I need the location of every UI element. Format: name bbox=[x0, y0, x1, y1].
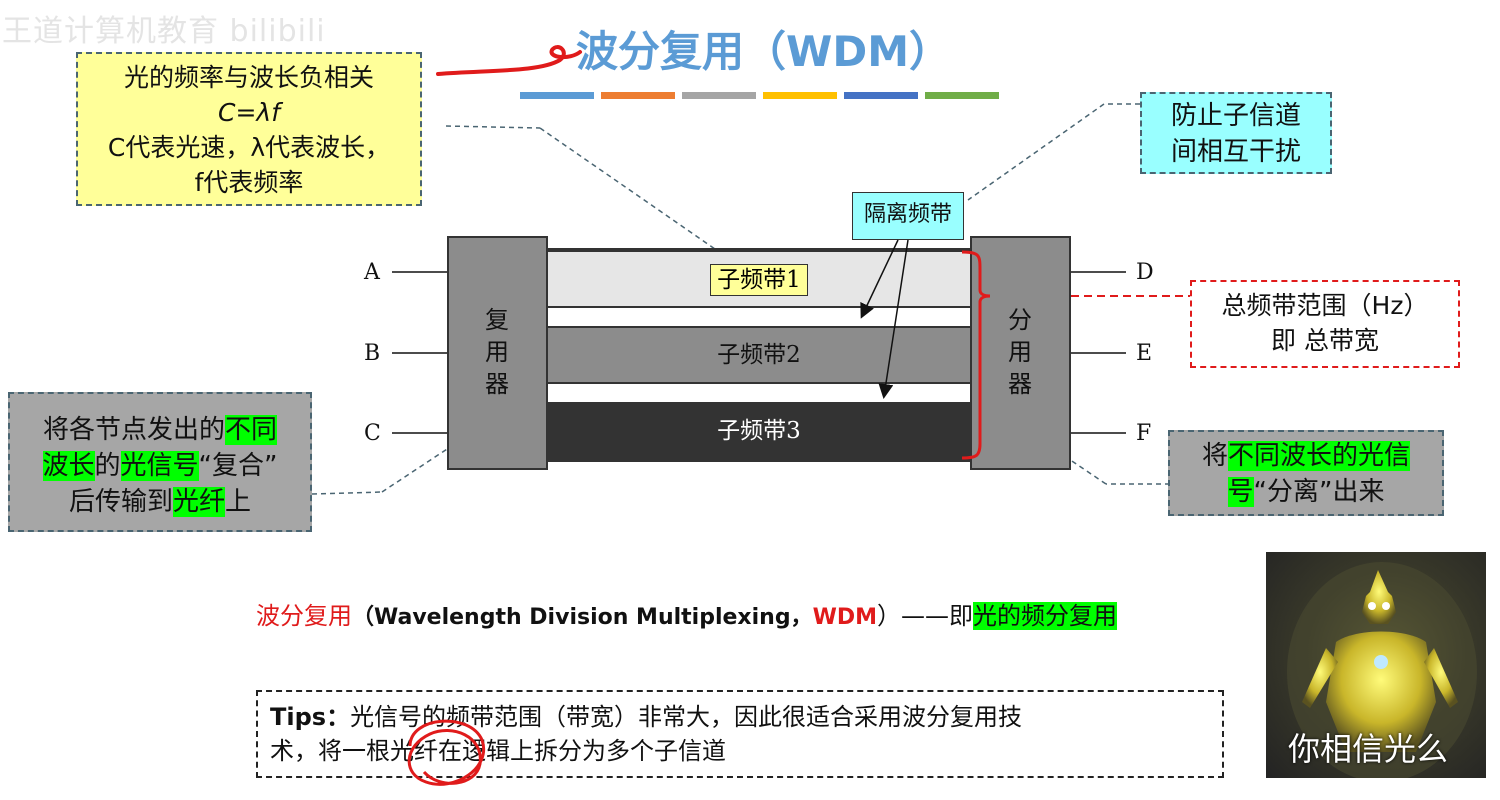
multiplexer-block bbox=[447, 236, 548, 470]
note-line: 光的频率与波长负相关 bbox=[123, 63, 374, 92]
title-color-bar bbox=[601, 92, 675, 99]
definition-term: 波分复用 bbox=[256, 602, 352, 630]
port-label-b: B bbox=[364, 341, 381, 366]
note-line: 防止子信道 bbox=[1170, 101, 1301, 131]
definition-english: （Wavelength Division Multiplexing， bbox=[352, 605, 813, 630]
red-circle-annotation bbox=[407, 719, 486, 786]
tips-line: 光信号的频带范围（带宽）非常大，因此很适合采用波分复用技 bbox=[350, 703, 1023, 731]
tips-box: Tips：光信号的频带范围（带宽）非常大，因此很适合采用波分复用技 术，将一根光… bbox=[256, 690, 1224, 778]
note-line: 间相互干扰 bbox=[1170, 137, 1301, 167]
definition-abbr: WDM bbox=[812, 605, 877, 630]
red-annotation-arrow bbox=[436, 45, 582, 76]
sub-band-1: 子频带1 bbox=[546, 250, 972, 308]
demultiplexer-label: 分用器 bbox=[1008, 306, 1032, 398]
definition-mid: ）——即 bbox=[876, 602, 973, 630]
definition-highlight: 光的频分复用 bbox=[972, 602, 1117, 630]
title-color-bar bbox=[520, 92, 594, 99]
multiplexer-label: 复用器 bbox=[485, 306, 509, 398]
separate-signals-note: 将不同波长的光信 号“分离”出来 bbox=[1168, 430, 1444, 516]
photo-caption: 你相信光么 bbox=[1288, 730, 1449, 768]
prevent-interference-note: 防止子信道 间相互干扰 bbox=[1140, 92, 1332, 174]
demultiplexer-block bbox=[970, 236, 1071, 470]
guard-band-label: 隔离频带 bbox=[852, 192, 964, 240]
tips-label: Tips： bbox=[270, 703, 351, 731]
combine-signals-note: 将各节点发出的不同 波长的光信号“复合” 后传输到光纤上 bbox=[8, 392, 312, 532]
page-title: 波分复用（WDM） bbox=[576, 27, 951, 76]
title-color-bar bbox=[925, 92, 999, 99]
note-line: f代表频率 bbox=[194, 168, 304, 197]
port-label-e: E bbox=[1136, 341, 1153, 366]
port-label-c: C bbox=[364, 421, 381, 446]
sub-band-2: 子频带2 bbox=[546, 326, 972, 384]
note-line: 即 总带宽 bbox=[1271, 326, 1379, 355]
character-image bbox=[1266, 552, 1486, 778]
formula: C=λf bbox=[218, 98, 280, 127]
port-label-d: D bbox=[1136, 260, 1154, 285]
port-label-f: F bbox=[1136, 421, 1152, 446]
watermark-logo: 王道计算机教育 bilibili bbox=[2, 14, 326, 49]
sub-band-label: 子频带1 bbox=[710, 264, 808, 296]
total-bandwidth-note: 总频带范围（Hz） 即 总带宽 bbox=[1190, 280, 1460, 368]
note-line: C代表光速，λ代表波长， bbox=[107, 133, 391, 162]
title-color-bar bbox=[844, 92, 918, 99]
frequency-wavelength-note: 光的频率与波长负相关 C=λf C代表光速，λ代表波长， f代表频率 bbox=[76, 52, 422, 206]
sub-band-3: 子频带3 bbox=[546, 402, 972, 460]
wdm-definition: 波分复用（Wavelength Division Multiplexing，WD… bbox=[256, 596, 1117, 631]
title-color-bar bbox=[763, 92, 837, 99]
title-color-bar bbox=[682, 92, 756, 99]
sub-band-label: 子频带3 bbox=[717, 418, 801, 444]
note-line: 总频带范围（Hz） bbox=[1221, 291, 1429, 320]
glowing-figure-illustration bbox=[1287, 562, 1477, 778]
sub-band-label: 子频带2 bbox=[717, 342, 801, 368]
port-label-a: A bbox=[364, 260, 380, 285]
tips-line: 术，将一根光纤在逻辑上拆分为多个子信道 bbox=[270, 737, 726, 765]
